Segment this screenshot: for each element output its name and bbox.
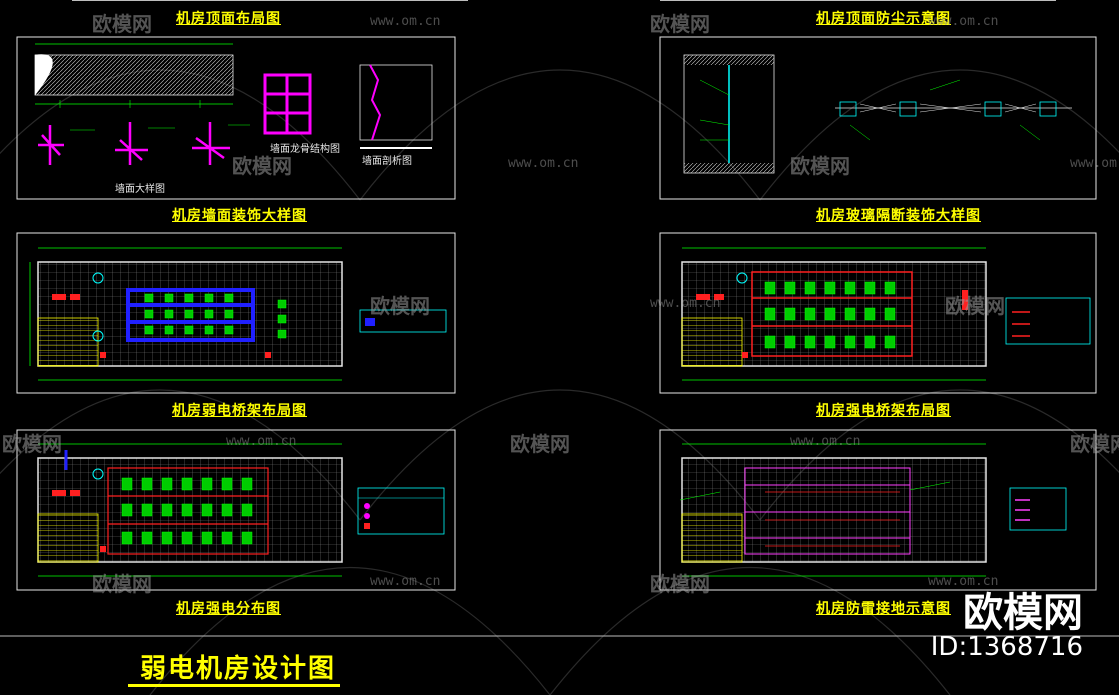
watermark-url: www.om.cn [928,14,999,29]
brand-logo-text: 欧模网 [963,590,1083,636]
watermark-url: www.om.cn [508,156,579,171]
title-strong-tray: 机房强电桥架布局图 [816,403,951,419]
watermark-brand: 欧模网 [232,154,292,178]
main-title-underline [128,684,340,687]
watermark-brand: 欧模网 [945,294,1005,318]
watermark-brand: 欧模网 [92,12,152,36]
watermark-url: www.om.cn [226,434,297,449]
panel-weak-tray-layout [16,232,456,394]
watermark-brand: 欧模网 [650,12,710,36]
label-wall-detail: 墙面大样图 [115,184,165,195]
watermark-url: www.om.cn [790,434,861,449]
panel-power-distribution [16,429,456,591]
watermark-brand: 欧模网 [510,432,570,456]
panel-glass-partition [659,36,1097,200]
panel-lightning-grounding [659,429,1097,591]
watermark-brand: 欧模网 [650,572,710,596]
title-power-distribution: 机房强电分布图 [176,601,281,617]
watermark-url: www.om.cn [928,574,999,589]
title-glass-partition: 机房玻璃隔断装饰大样图 [816,208,981,224]
watermark-url: www.om.cn [650,296,721,311]
title-lightning-grounding: 机房防雷接地示意图 [816,601,951,617]
panel-wall-decoration [16,36,456,200]
label-keel-structure: 墙面龙骨结构图 [270,144,340,155]
brand-id: ID:1368716 [930,632,1083,662]
label-wall-section: 墙面剖析图 [362,156,412,167]
watermark-brand: 欧模网 [790,154,850,178]
watermark-brand: 欧模网 [2,432,62,456]
title-wall-decoration: 机房墙面装饰大样图 [172,208,307,224]
watermark-url: www.om.cn [370,574,441,589]
watermark-url: www.om.cn [370,14,441,29]
title-ceiling-layout: 机房顶面布局图 [176,11,281,27]
main-title: 弱电机房设计图 [140,654,337,684]
title-weak-tray: 机房弱电桥架布局图 [172,403,307,419]
watermark-brand: 欧模网 [370,294,430,318]
watermark-brand: 欧模网 [92,572,152,596]
watermark-url: www.om.cn [1070,156,1119,171]
title-ceiling-dustproof: 机房顶面防尘示意图 [816,11,951,27]
panel-strong-tray-layout [659,232,1097,394]
watermark-brand: 欧模网 [1070,432,1119,456]
